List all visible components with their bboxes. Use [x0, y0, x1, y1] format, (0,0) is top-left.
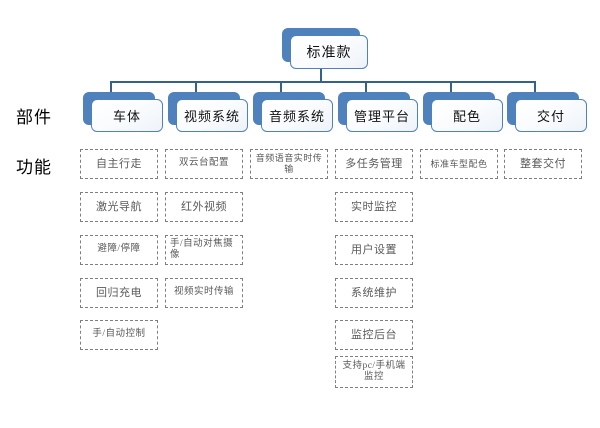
node-front-layer: 交付 — [515, 99, 587, 132]
node-component-5-label: 配色 — [452, 109, 481, 124]
function-label: 用户设置 — [351, 243, 397, 256]
connector-drop-6 — [534, 81, 536, 92]
function-box[interactable]: 用户设置 — [335, 235, 413, 265]
node-component-4[interactable]: 管理平台 — [338, 92, 418, 132]
function-box[interactable]: 双云台配置 — [165, 149, 243, 179]
function-label: 激光导航 — [96, 200, 142, 213]
connector-drop-3 — [280, 81, 282, 92]
function-box[interactable]: 系统维护 — [335, 278, 413, 308]
function-label: 监控后台 — [351, 328, 397, 341]
node-front-layer: 音频系统 — [261, 99, 333, 132]
node-front-layer: 视频系统 — [176, 99, 248, 132]
function-box[interactable]: 视频实时传输 — [165, 278, 243, 308]
connector-drop-5 — [450, 81, 452, 92]
function-box[interactable]: 支持pc/手机端监控 — [335, 356, 413, 388]
function-label: 手/自动对焦摄像 — [170, 238, 234, 261]
connector-root-stem — [320, 69, 322, 82]
node-component-5[interactable]: 配色 — [423, 92, 503, 132]
function-label: 避障/停障 — [97, 244, 141, 255]
function-box[interactable]: 多任务管理 — [335, 149, 413, 179]
function-label: 实时监控 — [351, 200, 397, 213]
node-component-6-label: 交付 — [536, 109, 565, 124]
node-component-4-label: 管理平台 — [353, 109, 410, 124]
function-label: 自主行走 — [96, 157, 142, 170]
connector-drop-4 — [365, 81, 367, 92]
function-label: 支持pc/手机端监控 — [342, 360, 406, 383]
function-box[interactable]: 红外视频 — [165, 192, 243, 222]
function-label: 视频实时传输 — [173, 287, 234, 298]
node-front-layer: 管理平台 — [346, 99, 418, 132]
function-label: 多任务管理 — [345, 157, 403, 170]
connector-drop-2 — [195, 81, 197, 92]
function-label: 手/自动控制 — [92, 329, 146, 340]
node-root[interactable]: 标准款 — [282, 28, 368, 69]
function-box[interactable]: 激光导航 — [80, 192, 158, 222]
function-box[interactable]: 避障/停障 — [80, 235, 158, 265]
row-label-functions: 功能 — [16, 158, 52, 177]
node-front-layer: 配色 — [431, 99, 503, 132]
node-component-3[interactable]: 音频系统 — [253, 92, 333, 132]
node-component-6[interactable]: 交付 — [507, 92, 587, 132]
node-component-1[interactable]: 车体 — [83, 92, 163, 132]
node-component-1-label: 车体 — [112, 109, 141, 124]
function-box[interactable]: 手/自动对焦摄像 — [165, 235, 243, 265]
function-box[interactable]: 自主行走 — [80, 149, 158, 179]
connector-bus — [110, 81, 535, 83]
function-box[interactable]: 标准车型配色 — [420, 149, 498, 179]
connector-drop-1 — [110, 81, 112, 92]
function-label: 回归充电 — [96, 286, 142, 299]
node-component-2[interactable]: 视频系统 — [168, 92, 248, 132]
function-label: 标准车型配色 — [430, 158, 488, 169]
function-box[interactable]: 手/自动控制 — [80, 320, 158, 350]
row-label-components: 部件 — [16, 108, 52, 127]
function-box[interactable]: 整套交付 — [504, 149, 582, 179]
node-front-layer: 车体 — [91, 99, 163, 132]
function-box[interactable]: 音频语音实时传输 — [250, 149, 328, 179]
function-label: 音频语音实时传输 — [255, 153, 323, 174]
function-box[interactable]: 实时监控 — [335, 192, 413, 222]
node-front-layer: 标准款 — [290, 35, 368, 69]
function-label: 双云台配置 — [178, 158, 229, 169]
node-root-label: 标准款 — [306, 46, 352, 61]
node-component-2-label: 视频系统 — [183, 109, 240, 124]
function-box[interactable]: 回归充电 — [80, 278, 158, 308]
function-label: 整套交付 — [520, 157, 566, 170]
function-label: 系统维护 — [351, 286, 397, 299]
node-component-3-label: 音频系统 — [268, 109, 325, 124]
function-label: 红外视频 — [181, 200, 227, 213]
function-box[interactable]: 监控后台 — [335, 320, 413, 350]
